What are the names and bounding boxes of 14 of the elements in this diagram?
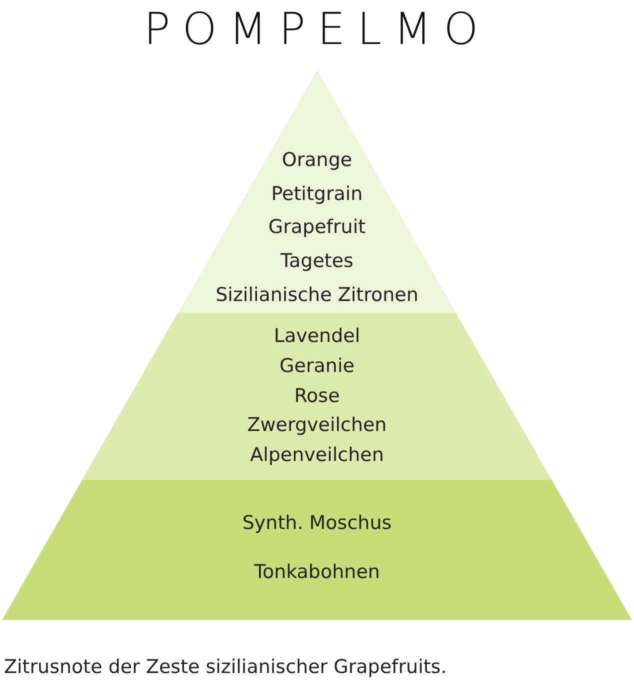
caption: Zitrusnote der Zeste sizilianischer Grapefruits. [4, 656, 447, 678]
ingredient-label: Grapefruit [268, 216, 366, 238]
ingredient-label: Tonkabohnen [254, 561, 380, 583]
ingredient-label: Tagetes [280, 250, 354, 272]
ingredient-label: Sizilianische Zitronen [216, 284, 418, 306]
ingredient-label: Orange [282, 149, 352, 171]
ingredient-label: Petitgrain [271, 183, 363, 205]
ingredient-label: Geranie [280, 355, 354, 377]
ingredient-label: Zwergveilchen [247, 414, 387, 436]
ingredient-label: Alpenveilchen [250, 444, 384, 466]
ingredient-label: Synth. Moschus [242, 512, 392, 534]
ingredient-label: Rose [294, 385, 340, 407]
ingredient-label: Lavendel [274, 325, 360, 347]
title: POMPELMO [142, 4, 492, 55]
